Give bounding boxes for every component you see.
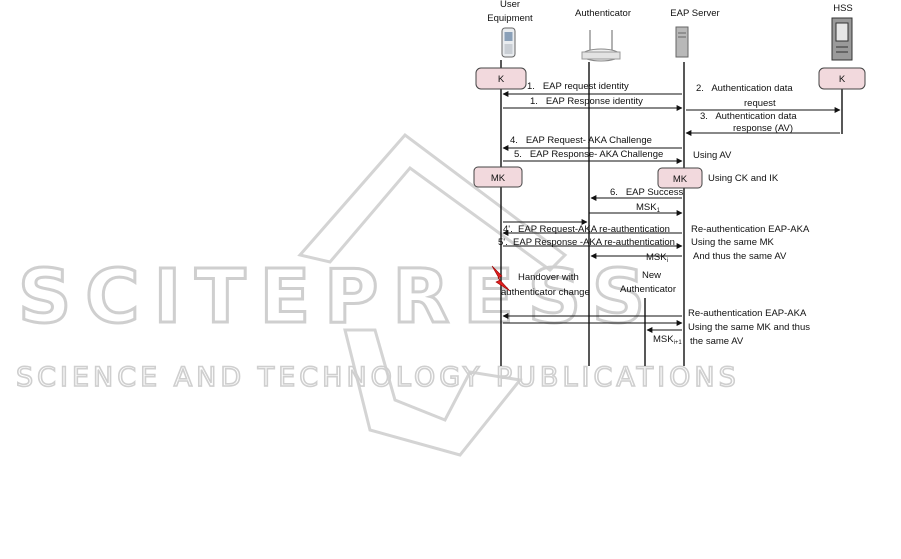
hss-server-icon (831, 17, 853, 61)
label-reauth-eap-aka-2: Re-authentication EAP-AKA (688, 308, 807, 319)
label-eap-request-identity: 1. EAP request identity (527, 81, 629, 92)
label-new-authenticator-1: New (642, 270, 661, 281)
key-box-mk-server-label: MK (673, 174, 688, 185)
label-using-av: Using AV (693, 150, 732, 161)
label-auth-data-request-1: 2. Authentication data (696, 83, 793, 94)
hss-label: HSS (833, 3, 853, 14)
label-same-mk-2: Using the same MK and thus (688, 322, 810, 333)
message-labels: 1. EAP request identity 1. EAP Response … (498, 81, 810, 347)
ue-label-line2: Equipment (487, 13, 533, 24)
label-handover-1: Handover with (518, 272, 579, 283)
label-reauth-eap-aka: Re-authentication EAP-AKA (691, 224, 810, 235)
message-arrows (502, 91, 841, 333)
authenticator-label: Authenticator (575, 8, 631, 19)
label-mski1-sub: i+1 (674, 340, 683, 346)
watermark: SCITEPRESS SCIENCE AND TECHNOLOGY PUBLIC… (15, 132, 740, 457)
label-mski1: MSKi+1 (653, 334, 682, 346)
key-box-mk-ue: MK (473, 166, 523, 188)
label-reauth-response: 5'. EAP Response -AKA re-authentication (498, 237, 675, 248)
label-same-mk: Using the same MK (691, 237, 775, 248)
eap-server-icon (675, 26, 689, 58)
key-box-mk-server: MK (657, 167, 703, 189)
label-msk1-sub: 1 (657, 208, 661, 214)
eap-server-label: EAP Server (670, 8, 719, 19)
watermark-logo-shape (297, 132, 568, 457)
ue-label-line1: User (500, 0, 520, 10)
phone-icon (501, 27, 516, 58)
key-box-k-hss: K (818, 67, 866, 90)
label-eap-success: 6. EAP Success (610, 187, 683, 198)
label-msk1: MSK1 (636, 202, 661, 214)
key-box-k-ue-label: K (498, 74, 505, 85)
label-msk1-main: MSK (636, 202, 657, 213)
label-auth-data-request-2: request (744, 98, 776, 109)
key-box-k-ue: K (475, 67, 527, 90)
label-mski: MSKi (646, 252, 668, 264)
label-new-authenticator-2: Authenticator (620, 284, 676, 295)
label-auth-data-response-2: response (AV) (733, 123, 793, 134)
label-reauth-request: 4'. EAP Request-AKA re-authentication (503, 224, 670, 235)
label-mski-sub: i (667, 258, 668, 264)
key-box-mk-ue-label: MK (491, 173, 506, 184)
label-mski-main: MSK (646, 252, 667, 263)
label-auth-data-response-1: 3. Authentication data (700, 111, 797, 122)
router-icon (581, 30, 621, 62)
label-aka-challenge-response: 5. EAP Response- AKA Challenge (514, 149, 663, 160)
key-box-k-hss-label: K (839, 74, 846, 85)
label-eap-response-identity: 1. EAP Response identity (530, 96, 643, 107)
watermark-subtitle: SCIENCE AND TECHNOLOGY PUBLICATIONS (16, 362, 740, 393)
lightning-icon (491, 265, 511, 292)
entity-headers: User Equipment Authenticator EAP Server … (487, 0, 852, 24)
watermark-title: SCITEPRESS (18, 254, 659, 340)
label-same-av: And thus the same AV (693, 251, 787, 262)
label-mski1-main: MSK (653, 334, 674, 345)
label-handover-2: authenticator change (501, 287, 590, 298)
label-using-ck-ik: Using CK and IK (708, 173, 779, 184)
label-same-av-2: the same AV (690, 336, 744, 347)
label-aka-challenge-request: 4. EAP Request- AKA Challenge (510, 135, 652, 146)
